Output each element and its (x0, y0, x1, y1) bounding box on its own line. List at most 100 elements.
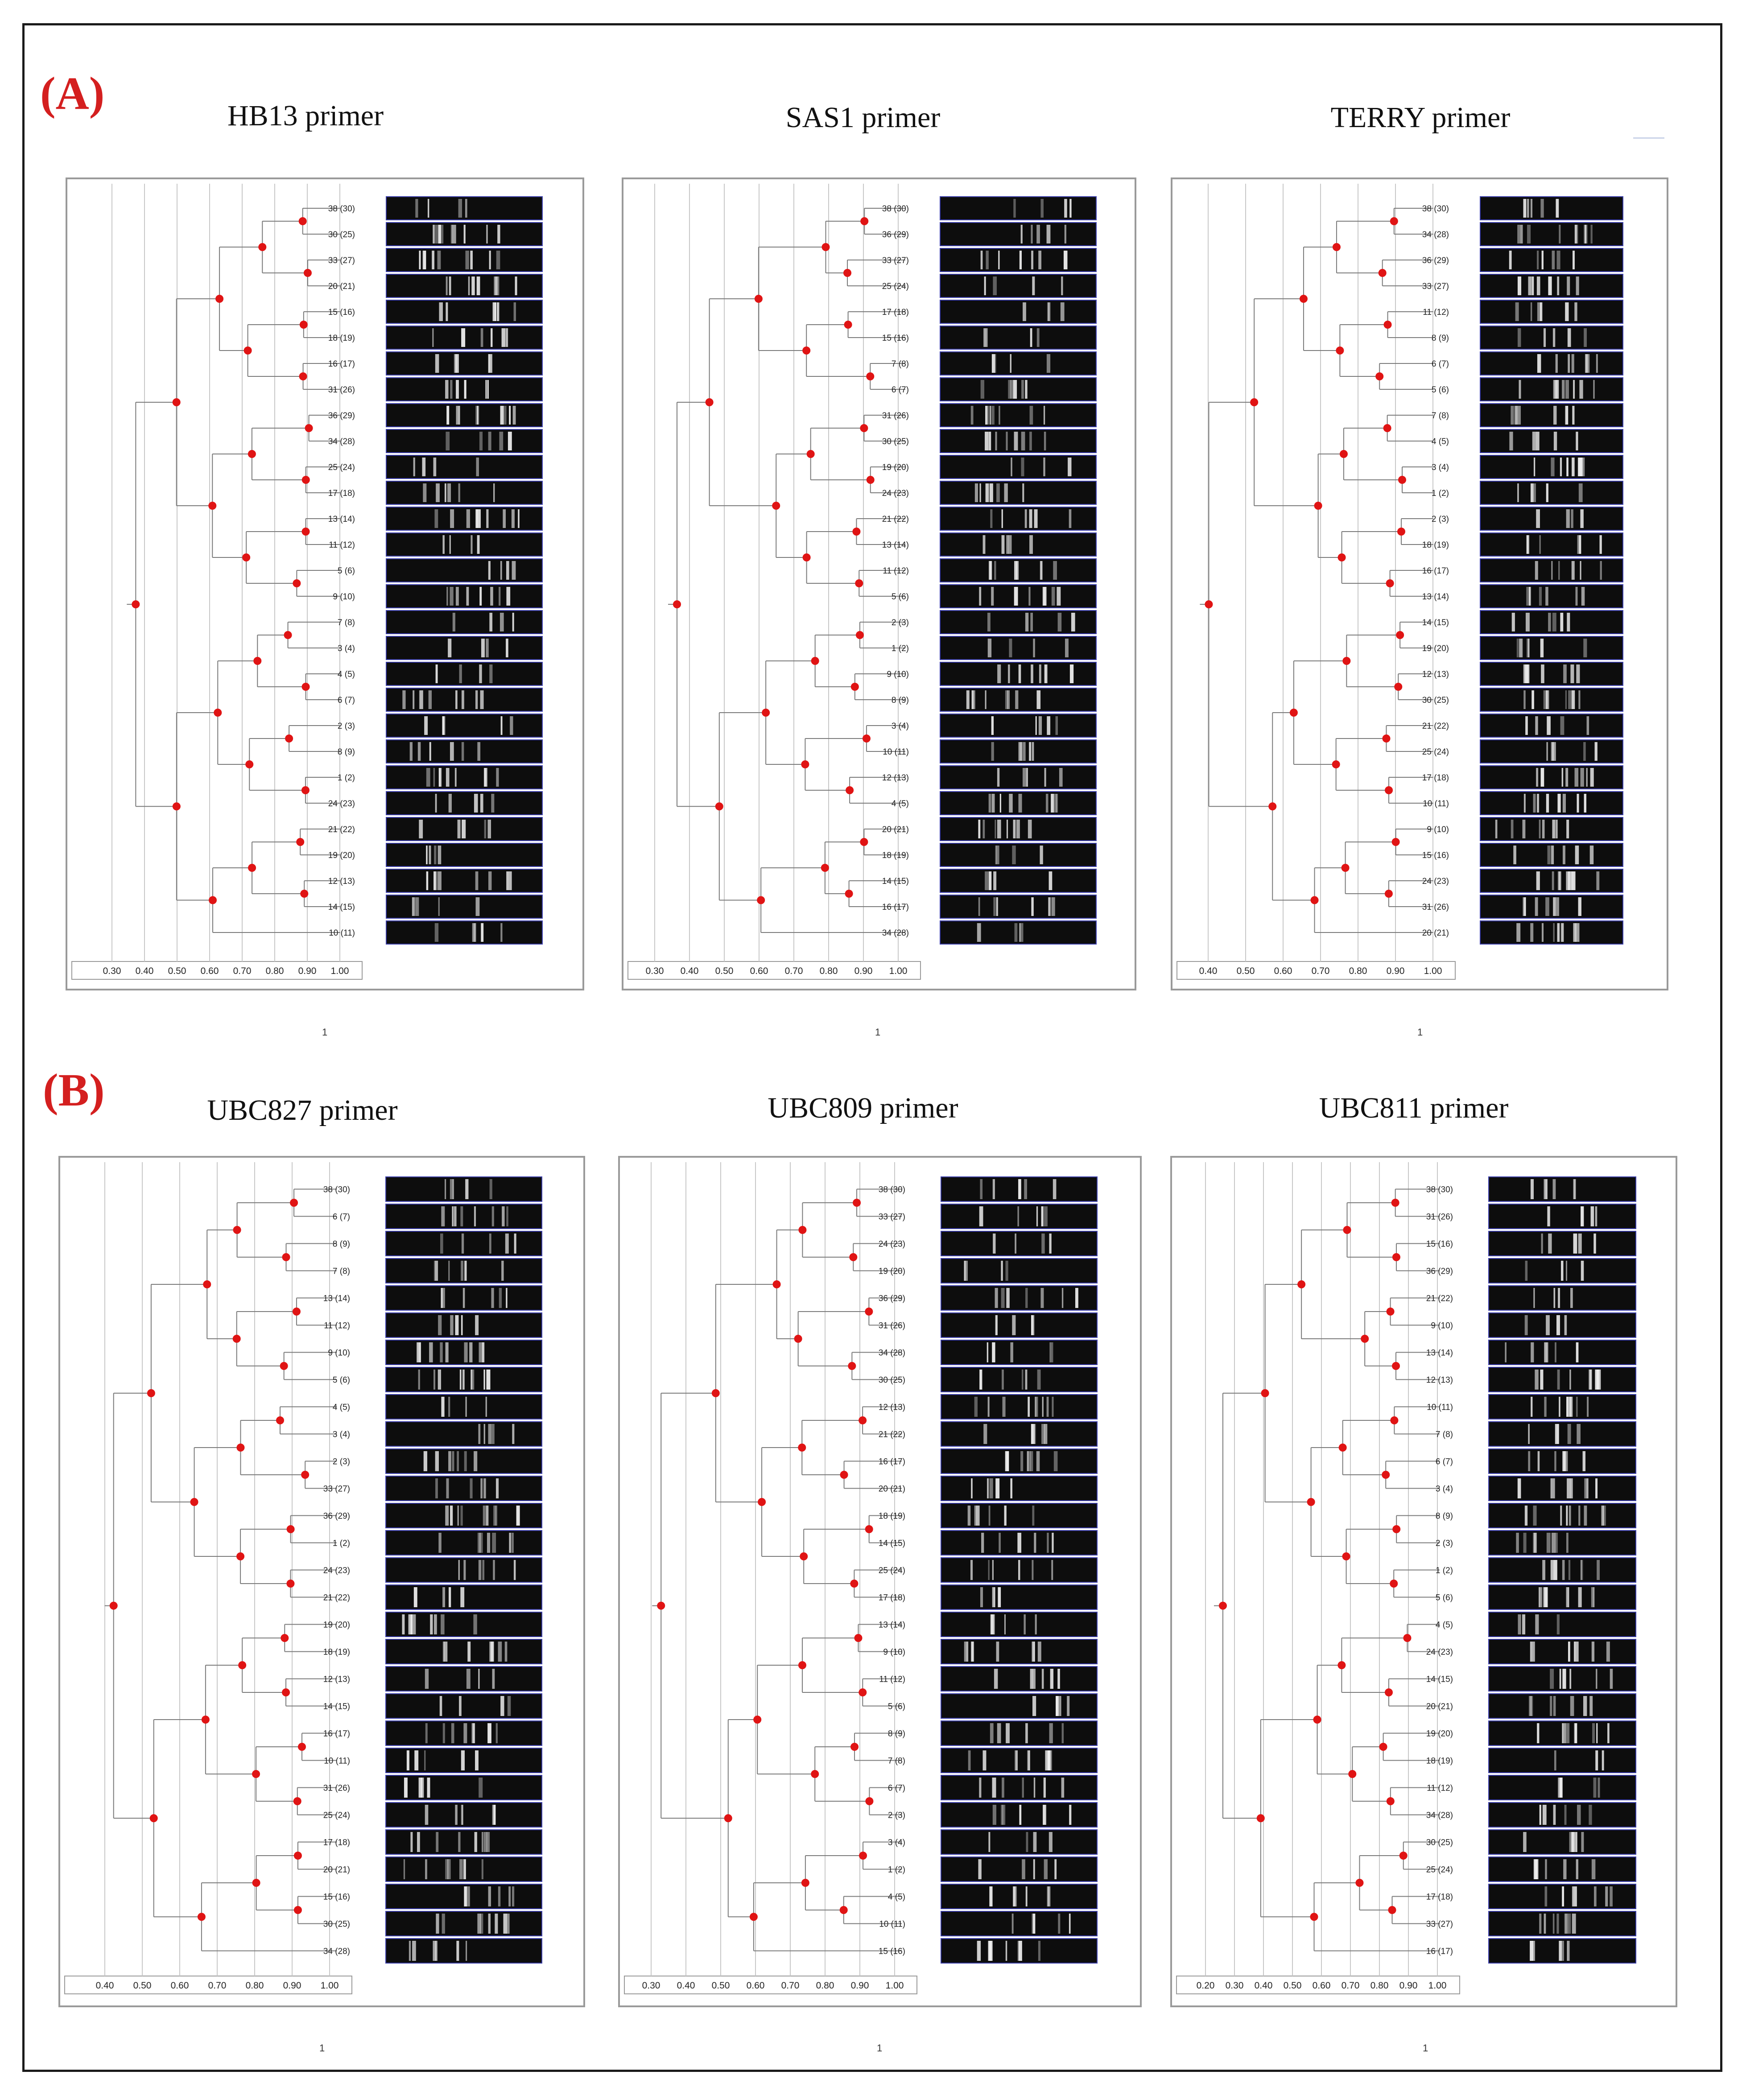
sample-label: 20 (21) (882, 825, 909, 834)
node-marker (852, 528, 861, 536)
node-marker (258, 243, 267, 251)
gel-band (984, 276, 986, 295)
node-marker (806, 450, 815, 458)
gel-band (1025, 613, 1029, 631)
gel-band (466, 1941, 467, 1961)
sample-label: 10 (11) (329, 928, 355, 938)
gel-band (480, 1478, 483, 1498)
node-marker (1218, 1601, 1227, 1610)
gel-band (1588, 1370, 1592, 1390)
gel-band (440, 225, 444, 243)
gel-band (1585, 354, 1588, 373)
gel-band (1555, 1533, 1558, 1553)
gel-band (1033, 639, 1035, 657)
gel-band (1581, 1832, 1584, 1852)
gel-band (1587, 1397, 1589, 1417)
gel-band (1569, 1669, 1572, 1689)
gel-band (457, 1451, 459, 1471)
axis-tick-label: 0.70 (208, 1980, 227, 1991)
gel-band (1038, 251, 1042, 269)
gel-band (992, 1587, 995, 1607)
gel-band (1583, 742, 1586, 761)
gel-band (1575, 1886, 1577, 1906)
gel-band (1556, 251, 1560, 269)
gel-lane (940, 377, 1097, 401)
gel-band (422, 458, 426, 476)
gel-band (1028, 820, 1032, 838)
gel-band (998, 1587, 1001, 1607)
gel-lane (941, 1204, 1098, 1229)
gel-band (1526, 587, 1529, 606)
node-marker (1337, 553, 1346, 561)
gel-lane (941, 1421, 1098, 1447)
gel-band (506, 871, 508, 890)
gel-band (1543, 1587, 1547, 1607)
sample-label: 5 (6) (1436, 1593, 1453, 1603)
gel-band (477, 1914, 481, 1934)
gel-band (1571, 1832, 1575, 1852)
gel-band (1511, 820, 1514, 838)
gel-band (1527, 225, 1531, 243)
node-marker (705, 398, 714, 406)
gel-band (436, 1914, 439, 1934)
gel-band (460, 1206, 463, 1226)
axis-tick-label: 0.70 (1312, 966, 1330, 976)
gel-band (433, 768, 435, 787)
gel-band (1040, 1288, 1044, 1308)
gel-band (452, 1179, 454, 1199)
gel-lane (941, 1829, 1098, 1855)
gel-band (1049, 1723, 1053, 1743)
sample-label: 6 (7) (333, 1213, 350, 1222)
gel-band (1552, 742, 1556, 761)
gel-band (1517, 276, 1522, 295)
sample-label: 13 (14) (1426, 1349, 1453, 1358)
gel-lane (940, 765, 1097, 789)
gel-band (440, 1342, 443, 1362)
gel-band (1536, 432, 1540, 450)
gel-band (985, 328, 988, 347)
sample-label: 31 (26) (879, 1321, 905, 1331)
sample-label: 2 (3) (1436, 1539, 1453, 1548)
gel-band (1571, 561, 1575, 580)
sample-label: 1 (2) (1436, 1566, 1453, 1576)
gel-band (1548, 1206, 1550, 1226)
gel-band (1544, 1914, 1546, 1934)
sample-label: 5 (6) (892, 592, 909, 602)
gel-band (1031, 1315, 1033, 1335)
node-marker (280, 1362, 288, 1370)
gel-band (464, 1261, 467, 1281)
gel-band (428, 690, 432, 709)
gel-band (1572, 1886, 1575, 1906)
gel-band (1069, 199, 1072, 218)
node-marker (843, 269, 852, 277)
gel-band (1544, 1342, 1547, 1362)
gel-band (1574, 1723, 1577, 1743)
gel-band (463, 225, 466, 243)
gel-lane (385, 1312, 542, 1338)
gel-lane (940, 351, 1097, 375)
gel-band (458, 406, 460, 425)
sample-label: 16 (17) (1422, 566, 1449, 576)
gel-band (992, 1778, 996, 1798)
sample-label: 10 (11) (1427, 1403, 1453, 1412)
gel-band (438, 225, 441, 243)
gel-band (1032, 742, 1034, 761)
gel-band (977, 1941, 981, 1961)
gel-band (1560, 613, 1564, 631)
sample-label: 2 (3) (892, 618, 909, 627)
gel-band (479, 587, 482, 606)
node-marker (293, 1852, 302, 1860)
sample-label: 12 (13) (882, 773, 909, 783)
gel-band (1568, 1587, 1569, 1607)
gel-lane (1480, 248, 1623, 272)
gel-band (1049, 1234, 1052, 1254)
gel-band (477, 1533, 481, 1553)
gel-band (1554, 1451, 1556, 1471)
gel-band (438, 1315, 442, 1335)
gel-band (448, 1451, 451, 1471)
sample-label: 9 (10) (887, 670, 909, 679)
gel-band (1022, 768, 1027, 787)
